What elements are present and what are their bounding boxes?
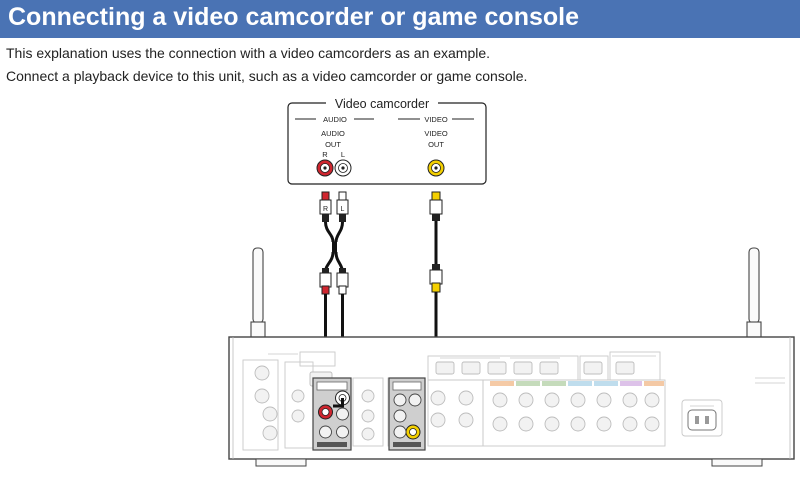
antenna-right	[746, 247, 762, 345]
page-title: Connecting a video camcorder or game con…	[8, 3, 579, 31]
intro-text: This explanation uses the connection wit…	[6, 44, 796, 90]
av-input-video-block	[388, 377, 426, 451]
audio-out-l-jack	[334, 159, 352, 177]
av-input-audio-block	[312, 377, 352, 451]
video-out-label: VIDEO	[424, 129, 448, 138]
audio-plug-r-bottom	[319, 268, 332, 295]
video-input-jack	[405, 424, 421, 440]
device-name: Video camcorder	[335, 97, 429, 111]
video-out-label-2: OUT	[428, 140, 444, 149]
audio-out-r-jack	[316, 159, 334, 177]
plug-r-label: R	[323, 206, 328, 213]
video-camcorder-device: Video camcorder AUDIO VIDEO AUDIO OUT VI…	[287, 95, 487, 185]
intro-line-2: Connect a playback device to this unit, …	[6, 68, 528, 84]
left-channel-label: L	[341, 150, 345, 159]
ac-inlet	[687, 409, 717, 431]
right-channel-label: R	[322, 150, 328, 159]
audio-plug-l-top: L	[336, 191, 349, 222]
audio-input-r-jack	[318, 404, 333, 420]
audio-group-label: AUDIO	[323, 115, 347, 124]
antenna-left	[250, 247, 266, 345]
video-group-label: VIDEO	[424, 115, 448, 124]
plug-l-label: L	[341, 206, 345, 213]
audio-out-label: AUDIO	[321, 129, 345, 138]
audio-out-label-2: OUT	[325, 140, 341, 149]
av-receiver	[228, 247, 795, 467]
intro-line-1: This explanation uses the connection wit…	[6, 45, 491, 61]
video-out-jack	[427, 159, 445, 177]
audio-plug-l-bottom	[336, 268, 349, 295]
audio-plug-r-top: R	[319, 191, 332, 222]
title-bar: Connecting a video camcorder or game con…	[0, 0, 800, 38]
